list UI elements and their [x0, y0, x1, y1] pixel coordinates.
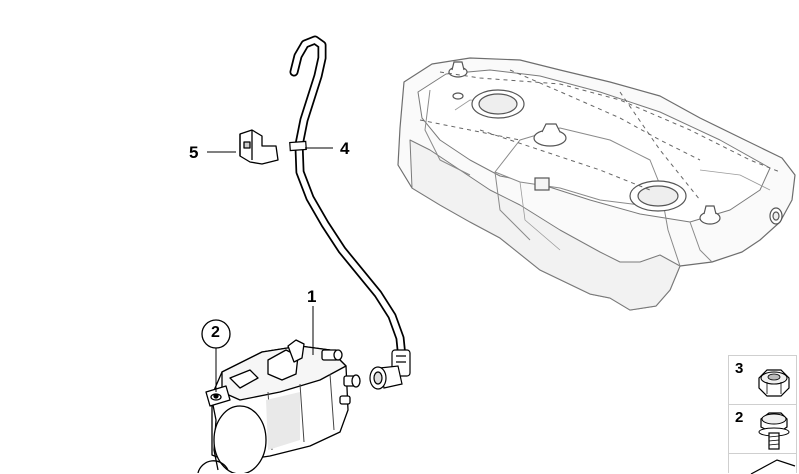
tank-sender-openings [448, 61, 783, 225]
callout-part-2: 2 [211, 324, 220, 341]
legend-item-bolt: 2 [728, 404, 797, 454]
legend-item-partial [728, 453, 797, 474]
hose-end-connector [369, 349, 411, 390]
arrow-shape-icon [750, 459, 796, 474]
purge-hose [289, 35, 407, 363]
callout-part-5: 5 [189, 143, 199, 162]
legend-number: 3 [735, 360, 744, 377]
hex-nut-icon [758, 369, 790, 397]
legend-item-nut: 3 [728, 355, 797, 405]
tank-strap-lines [419, 69, 781, 201]
clip-part [239, 129, 279, 165]
callout-part-1: 1 [307, 287, 317, 306]
fuel-tank-illustration [397, 57, 796, 311]
leader-lines [207, 147, 333, 392]
hose-clip-band [289, 140, 307, 152]
hex-bolt-icon [758, 412, 790, 450]
lower-circle-callout-edge [197, 460, 229, 473]
callout-circle-2 [201, 319, 231, 349]
legend-number: 2 [735, 409, 744, 426]
carbon-canister [205, 339, 361, 473]
callout-part-4: 4 [340, 139, 350, 158]
